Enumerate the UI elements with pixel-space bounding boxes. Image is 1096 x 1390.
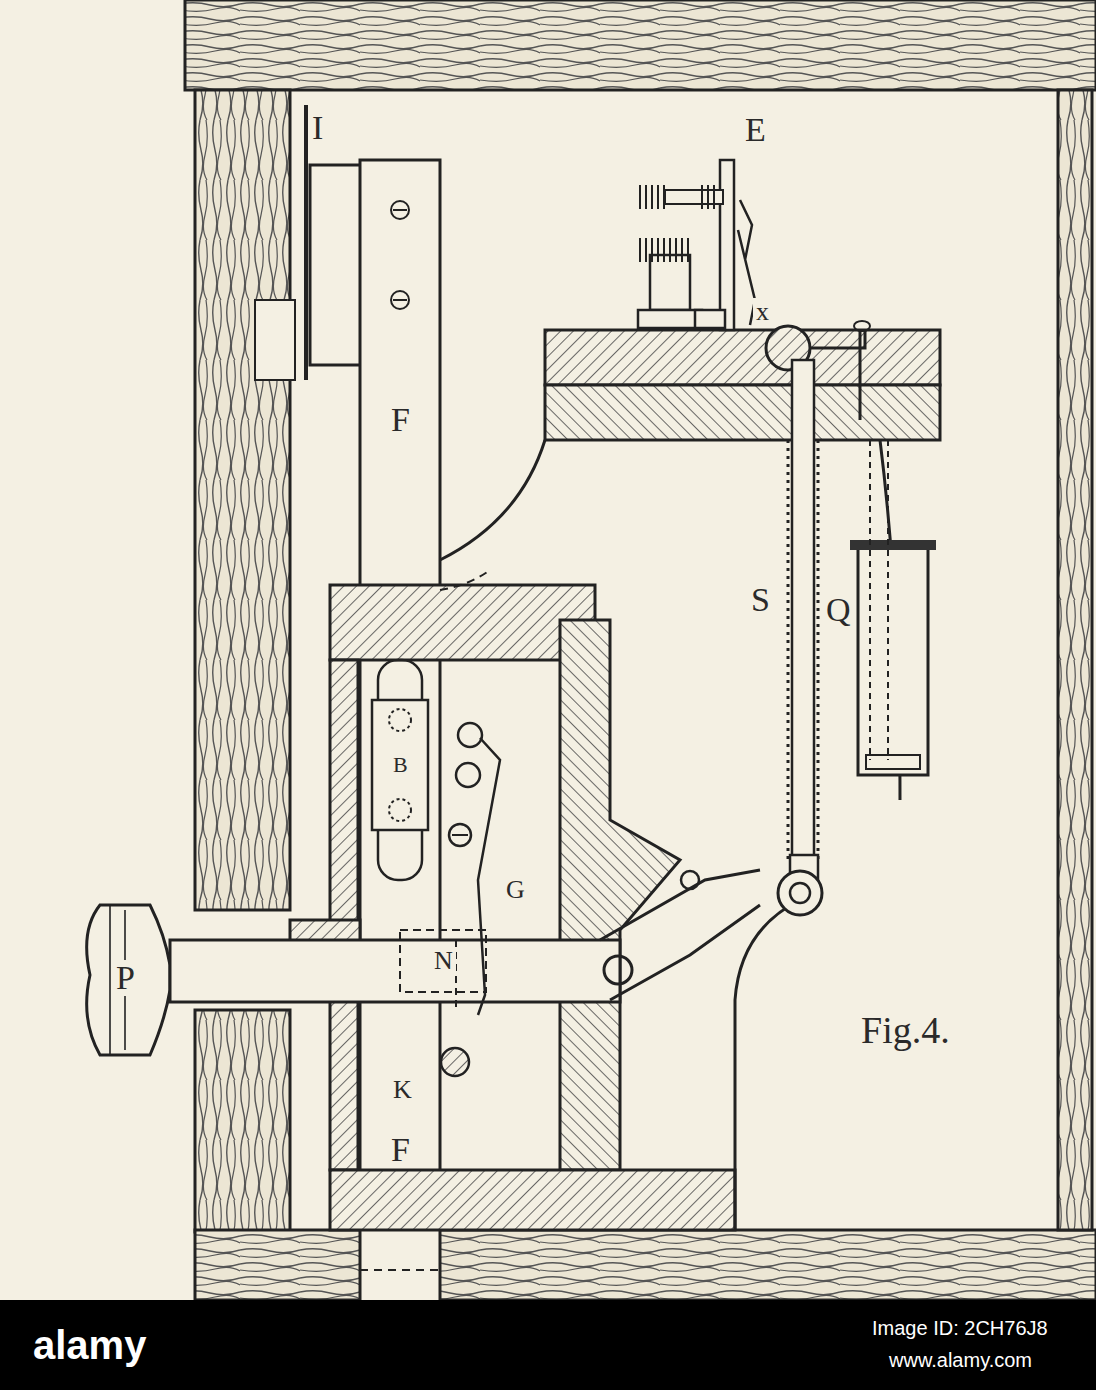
part-label: E — [742, 112, 769, 148]
watermark: www.alamy.com — [886, 1349, 1035, 1371]
part-label: N — [431, 947, 456, 975]
part-label: B — [390, 753, 411, 777]
part-label: x — [753, 298, 772, 326]
part-label: I — [309, 110, 326, 146]
figure-label: Fig.4. — [858, 1010, 953, 1050]
part-label: F — [388, 1132, 413, 1168]
part-label: F — [388, 402, 413, 438]
part-label: S — [748, 582, 773, 618]
part-label: K — [390, 1076, 415, 1104]
watermark: alamy — [30, 1324, 149, 1366]
part-label: P — [113, 960, 138, 996]
watermark: Image ID: 2CH76J8 — [869, 1317, 1051, 1339]
part-label: Q — [823, 592, 854, 628]
part-label: G — [503, 876, 528, 904]
